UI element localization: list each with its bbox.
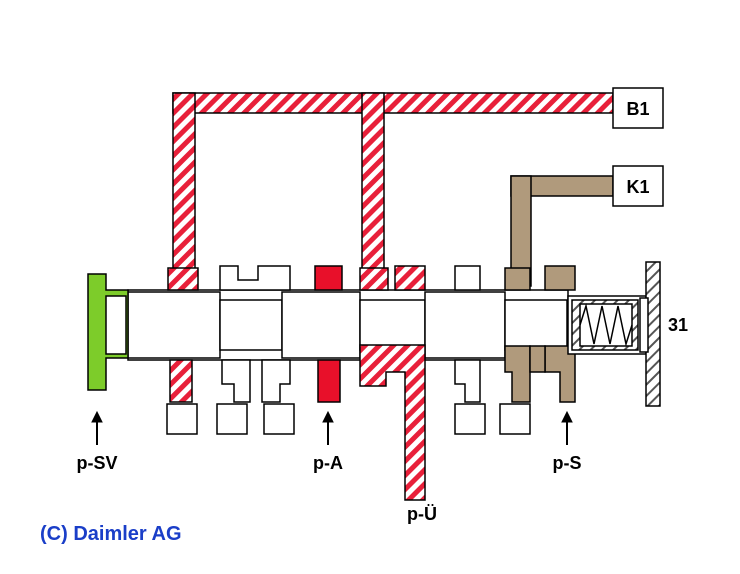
label-p-a: p-A bbox=[313, 453, 343, 473]
label-31: 31 bbox=[668, 315, 688, 335]
label-p-u: p-Ü bbox=[407, 504, 437, 524]
k1-box: K1 bbox=[612, 165, 664, 207]
spring-icon bbox=[579, 303, 633, 347]
label-p-s: p-S bbox=[553, 453, 582, 473]
svg-text:K1: K1 bbox=[626, 177, 649, 197]
pressure-arrows bbox=[91, 410, 573, 445]
upper-ports bbox=[167, 265, 576, 291]
up-arrow-icon bbox=[91, 410, 103, 445]
svg-text:B1: B1 bbox=[626, 99, 649, 119]
label-p-sv: p-SV bbox=[76, 453, 117, 473]
up-arrow-icon bbox=[561, 410, 573, 445]
spring-housing bbox=[567, 261, 661, 407]
exhaust-squares bbox=[166, 403, 531, 435]
b1-pressure-line bbox=[172, 92, 614, 284]
lower-ports bbox=[169, 344, 576, 501]
spool-lands bbox=[127, 291, 568, 359]
green-piston bbox=[87, 273, 129, 391]
b1-box: B1 bbox=[612, 87, 664, 129]
up-arrow-icon bbox=[322, 410, 334, 445]
copyright-text: (C) Daimler AG bbox=[40, 523, 182, 545]
